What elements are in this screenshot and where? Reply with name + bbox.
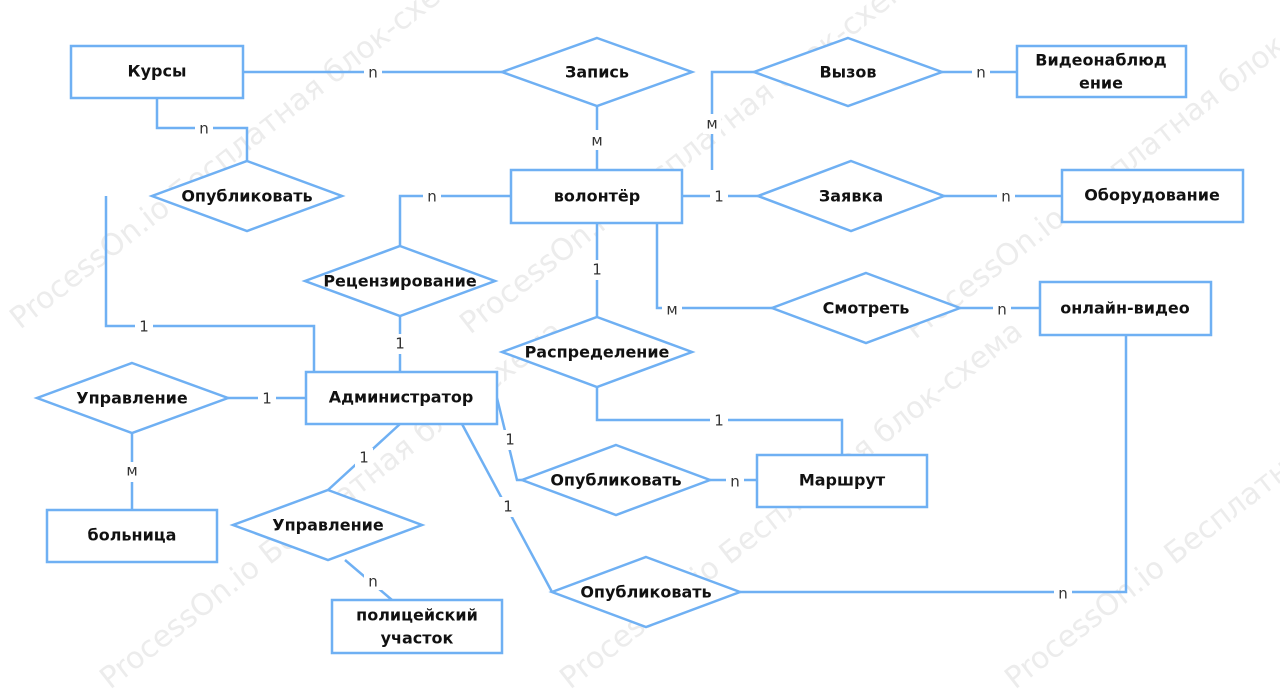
relation-opublikovat-video-label: Опубликовать: [580, 583, 711, 602]
entity-kursy[interactable]: Курсы: [69, 44, 245, 100]
entity-administrator[interactable]: Администратор: [304, 370, 499, 426]
entity-videonablyudenie[interactable]: Видеонаблюд ение: [1015, 44, 1188, 99]
entities: Курсы Видеонаблюд ение волонтёр Оборудов…: [45, 44, 1245, 655]
entity-videonablyudenie-label-1: Видеонаблюд: [1035, 51, 1166, 70]
card-volonter-zayavka: 1: [714, 188, 724, 206]
relation-zapis[interactable]: Запись: [498, 36, 696, 108]
relations: Запись Вызов Опубликовать Заявка Рецензи…: [33, 36, 964, 629]
entity-videonablyudenie-label-2: ение: [1079, 74, 1123, 93]
card-admin-upravlenie: 1: [262, 390, 272, 408]
relation-upravlenie-bolnitsa-label: Управление: [76, 389, 188, 408]
card-opubl-video-n: n: [1058, 585, 1068, 603]
card-admin-upravlenie-pol: 1: [359, 449, 369, 467]
card-volonter-retsenz: n: [427, 188, 437, 206]
entity-politsiya-label-1: полицейский: [356, 606, 478, 625]
entity-oborudovanie[interactable]: Оборудование: [1060, 168, 1245, 224]
relation-zayavka[interactable]: Заявка: [754, 159, 948, 233]
entity-bolnitsa-label: больница: [88, 526, 177, 545]
card-admin-opubl-marshrut: 1: [505, 431, 515, 449]
relation-retsenzirovanie-label: Рецензирование: [323, 272, 476, 291]
edge-opublikovat-admin: [104, 196, 316, 372]
relation-vyzov[interactable]: Вызов: [750, 36, 946, 108]
relation-opublikovat-marshrut[interactable]: Опубликовать: [518, 443, 714, 517]
relation-zapis-label: Запись: [565, 63, 629, 82]
edge-volonter-retsenz: [398, 194, 511, 246]
card-vyzov-video: n: [976, 64, 986, 82]
card-volonter-smotret: м: [666, 301, 677, 319]
relation-zayavka-label: Заявка: [819, 187, 883, 206]
relation-upravlenie-politsiya-label: Управление: [272, 516, 384, 535]
relation-vyzov-label: Вызов: [819, 63, 876, 82]
entity-oborudovanie-label: Оборудование: [1084, 186, 1220, 205]
card-opubl-marshrut-n: n: [730, 473, 740, 491]
card-zayavka-oborud: n: [1001, 188, 1011, 206]
entity-politsiya[interactable]: полицейский участок: [330, 598, 504, 655]
card-vyzov-volonter: м: [706, 115, 717, 133]
card-volonter-raspr: 1: [592, 261, 602, 279]
entity-onlain-video-label: онлайн-видео: [1060, 299, 1190, 318]
card-upravlenie-pol-n: n: [368, 573, 378, 591]
card-kursy-opublikovat: n: [199, 120, 209, 138]
card-smotret-video: n: [997, 301, 1007, 319]
entity-volonter[interactable]: волонтёр: [509, 168, 684, 225]
card-retsenz-admin: 1: [395, 335, 405, 353]
card-opublikovat-admin: 1: [139, 318, 149, 336]
edge-volonter-smotret: [655, 223, 772, 310]
relation-raspredelenie[interactable]: Распределение: [498, 315, 696, 389]
entity-marshrut[interactable]: Маршрут: [755, 453, 929, 509]
entity-politsiya-label-2: участок: [381, 629, 454, 648]
edges: [104, 70, 1128, 601]
relation-opublikovat-marshrut-label: Опубликовать: [550, 471, 681, 490]
card-raspr-marshrut: 1: [714, 412, 724, 430]
watermark-6: ProcessOn.io Бесплатная блок-схема: [998, 314, 1280, 689]
edge-opubl-video-video: [740, 335, 1128, 594]
relation-smotret-label: Смотреть: [823, 299, 910, 318]
entity-marshrut-label: Маршрут: [799, 471, 886, 490]
cardinalities: n м м n n 1 n 1 1 n 1 1 м n 1 м 1: [123, 63, 1072, 603]
card-admin-opubl-video: 1: [503, 498, 513, 516]
relation-smotret[interactable]: Смотреть: [768, 271, 964, 345]
entity-administrator-label: Администратор: [329, 388, 474, 407]
relation-upravlenie-politsiya[interactable]: Управление: [229, 488, 426, 562]
relation-retsenzirovanie[interactable]: Рецензирование: [301, 244, 499, 318]
edge-volonter-vyzov: [710, 70, 754, 170]
entity-volonter-label: волонтёр: [554, 187, 640, 206]
entity-bolnitsa[interactable]: больница: [45, 508, 219, 564]
card-zapis-volonter: м: [591, 132, 602, 150]
card-kursy-zapis: n: [368, 64, 378, 82]
relation-opublikovat-kursy-label: Опубликовать: [181, 187, 312, 206]
entity-kursy-label: Курсы: [128, 62, 187, 81]
card-upravlenie-bolnitsa: м: [126, 462, 137, 480]
entity-onlain-video[interactable]: онлайн-видео: [1038, 280, 1213, 337]
relation-raspredelenie-label: Распределение: [525, 343, 670, 362]
relation-opublikovat-video[interactable]: Опубликовать: [548, 555, 744, 629]
relation-opublikovat-kursy[interactable]: Опубликовать: [148, 159, 346, 233]
relation-upravlenie-bolnitsa[interactable]: Управление: [33, 361, 232, 435]
